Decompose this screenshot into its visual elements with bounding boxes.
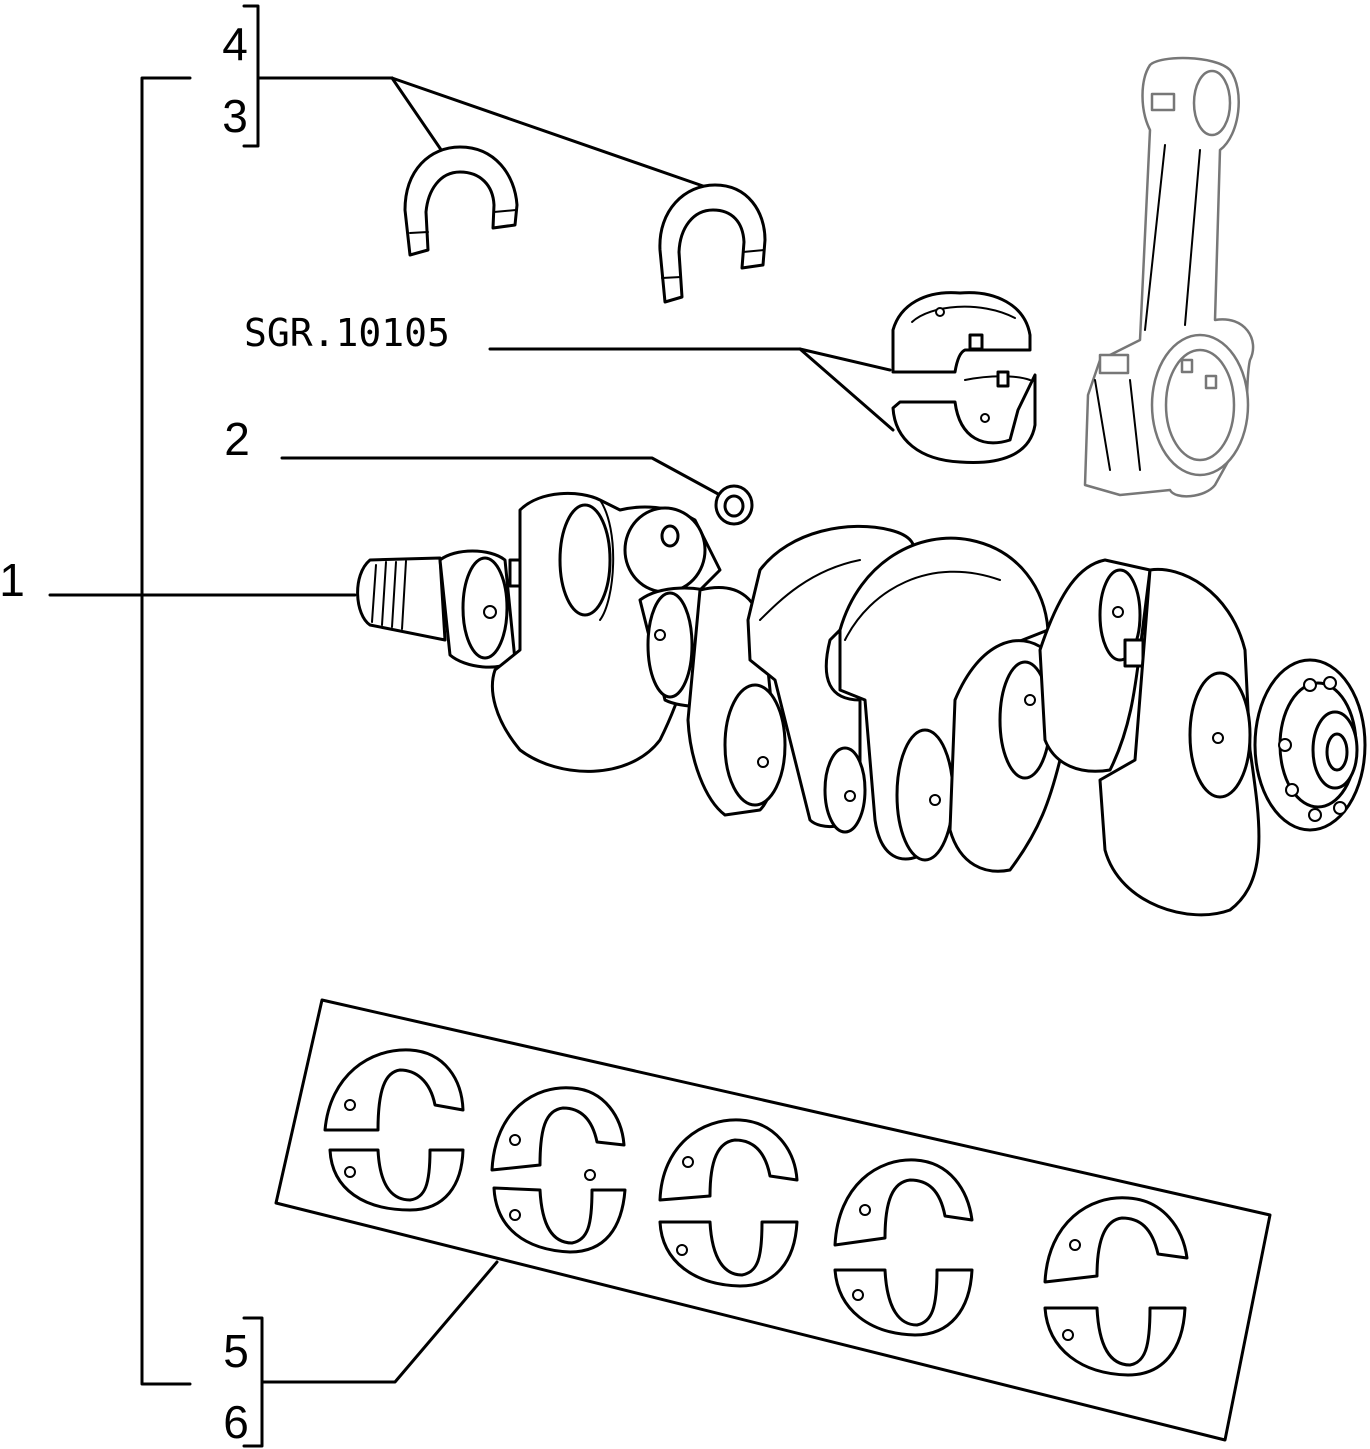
bearing-shell-set bbox=[833, 1158, 974, 1337]
crankshaft-icon bbox=[356, 491, 1367, 917]
connecting-rod-bearing-icon bbox=[891, 291, 1037, 464]
leader-lines bbox=[48, 76, 895, 1384]
bearing-shell-set bbox=[323, 1048, 465, 1212]
callout-4: 4 bbox=[222, 18, 248, 70]
bearing-shell-set bbox=[658, 1118, 799, 1288]
plug-icon bbox=[714, 484, 754, 526]
callout-5: 5 bbox=[223, 1325, 249, 1377]
thrust-washer-icon bbox=[658, 183, 767, 304]
callout-6: 6 bbox=[223, 1396, 249, 1448]
thrust-washer-icon bbox=[403, 145, 519, 257]
assembly-bracket bbox=[140, 4, 264, 1448]
reference-code-label: SGR.10105 bbox=[244, 311, 450, 355]
callout-1: 1 bbox=[0, 554, 25, 606]
connecting-rod-icon bbox=[1083, 56, 1255, 498]
callout-3: 3 bbox=[222, 90, 248, 142]
main-bearing-shells-icon bbox=[274, 998, 1272, 1442]
bearing-shell-set bbox=[1043, 1196, 1189, 1377]
bearing-shell-set bbox=[490, 1086, 627, 1254]
callout-2: 2 bbox=[224, 413, 250, 465]
